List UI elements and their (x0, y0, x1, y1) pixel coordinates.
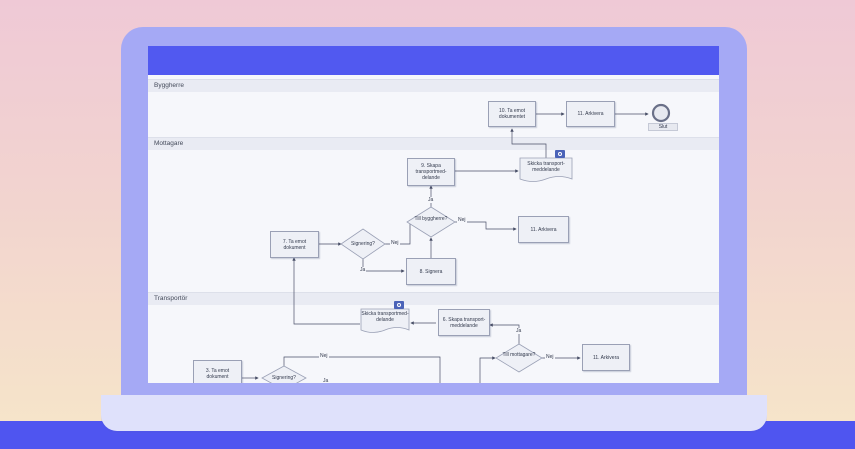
edge-label-nej: Nej (457, 217, 467, 223)
doc-t-skicka (360, 308, 410, 333)
end-event-circle (651, 103, 671, 123)
flow-connectors (242, 103, 671, 383)
edge-send-to-receive (510, 128, 547, 161)
edge-label-nej: Nej (390, 240, 400, 246)
diamond-t-till-mottagare-label: Till mottagare? (502, 352, 536, 358)
edge-skicka-to-mottagare (292, 257, 360, 325)
diamond-m-signering (340, 228, 386, 260)
task-b-ta-emot[interactable]: 10. Ta emot dokumentet (488, 101, 536, 127)
diamond-t-signering (261, 365, 307, 383)
task-m-ta-emot[interactable]: 7. Ta emot dokument (270, 231, 319, 258)
task-t-arkivera[interactable]: 11. Arkivera (582, 344, 630, 371)
task-m-arkivera[interactable]: 11. Arkivera (518, 216, 569, 243)
task-b-arkivera[interactable]: 11. Arkivera (566, 101, 615, 127)
diamond-m-till-byggherre (406, 206, 456, 238)
doc-m-skicka-label: Skicka transport- meddelande (527, 161, 565, 173)
edge-label-ja: Ja (359, 267, 367, 273)
edge-label-nej: Nej (319, 353, 329, 359)
edge-t-to-diamond (479, 356, 496, 383)
edge-label-ja: Ja (515, 328, 523, 334)
edge-label-nej: Nej (545, 354, 555, 360)
edge-label-ja: Ja (427, 197, 435, 203)
task-m-signera[interactable]: 8. Signera (406, 258, 456, 285)
diamond-t-signering-label: Signering? (272, 375, 296, 381)
diamond-t-till-mottagare (495, 343, 543, 373)
edge-till-mottagare-ja (489, 323, 520, 344)
edge-t-signering-nej (283, 356, 441, 383)
app-topbar (148, 46, 719, 75)
gear-icon[interactable] (555, 150, 565, 158)
end-event-label: Slut (648, 123, 678, 131)
doc-m-skicka (519, 157, 573, 182)
lane-header-mottagare: Mottagare (148, 137, 719, 150)
lane-header-byggherre: Byggherre (148, 79, 719, 92)
edge-signering-ja (362, 259, 405, 273)
diamond-m-till-byggherre-label: Till byggherre? (414, 216, 448, 222)
gear-icon[interactable] (394, 301, 404, 309)
task-m-skapa[interactable]: 9. Skapa transportmed- delande (407, 158, 455, 186)
laptop-screen: Byggherre Mottagare Transportör (148, 46, 719, 383)
edge-label-ja: Ja (322, 378, 330, 383)
edge-diamond-to-arkivera (455, 221, 517, 231)
task-t-skapa[interactable]: 6. Skapa transport- meddelande (438, 309, 490, 336)
lane-header-transportor: Transportör (148, 292, 719, 305)
lane-byggherre (148, 92, 719, 137)
task-t-ta-emot[interactable]: 3. Ta emot dokument (193, 360, 242, 383)
laptop-base (101, 395, 767, 431)
doc-t-skicka-label: Skicka transportmed- delande (361, 311, 409, 323)
diamond-m-signering-label: Signering? (351, 241, 375, 247)
